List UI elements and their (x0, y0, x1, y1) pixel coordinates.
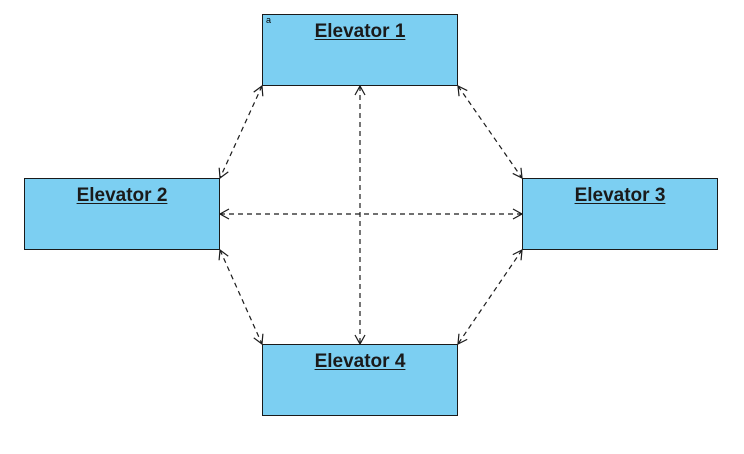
arrowhead-e2 (218, 208, 230, 220)
node-corner-mark: a (266, 15, 272, 25)
node-elevator-4[interactable]: Elevator 4 (262, 344, 458, 416)
arrowhead-e1 (457, 84, 468, 97)
arrowhead-e3 (512, 248, 523, 261)
node-elevator-1[interactable]: a Elevator 1 (262, 14, 458, 86)
arrowhead-e1 (354, 84, 366, 96)
node-elevator-2[interactable]: Elevator 2 (24, 178, 220, 250)
node-label: Elevator 1 (314, 21, 406, 42)
arrowhead-e2 (218, 167, 229, 180)
arrowhead-e2 (218, 248, 229, 261)
node-label: Elevator 3 (574, 185, 666, 206)
node-label: Elevator 2 (76, 185, 168, 206)
edge-e1-e2[interactable] (219, 85, 263, 179)
edge-e3-e4[interactable] (457, 249, 523, 345)
arrowhead-e4 (457, 333, 468, 346)
node-elevator-3[interactable]: Elevator 3 (522, 178, 718, 250)
edge-e1-e3[interactable] (457, 85, 523, 179)
arrowhead-e1 (253, 84, 264, 97)
node-label: Elevator 4 (314, 351, 406, 372)
edge-e2-e4[interactable] (219, 249, 263, 345)
